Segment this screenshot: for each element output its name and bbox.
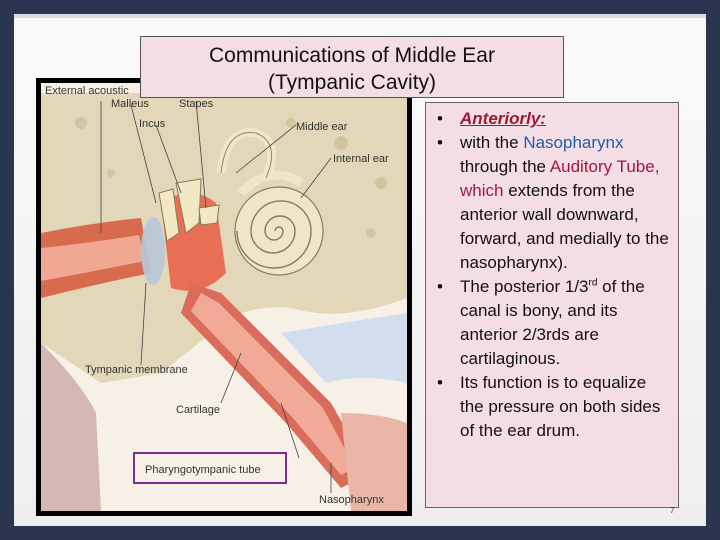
label-malleus: Malleus: [111, 98, 149, 110]
title-line-1: Communications of Middle Ear: [209, 44, 495, 67]
anteriorly-heading: Anteriorly:: [460, 109, 546, 128]
label-nasopharynx: Nasopharynx: [319, 494, 384, 506]
label-tympanic-membrane: Tympanic membrane: [85, 364, 188, 376]
slide-title: Communications of Middle Ear (Tympanic C…: [140, 36, 564, 98]
pharyngotympanic-highlight-box: [133, 452, 287, 484]
title-line-2: (Tympanic Cavity): [267, 71, 437, 94]
b3-prefix: The posterior 1/3: [460, 277, 589, 296]
auditory-tube-term: Auditory Tube, which: [460, 157, 660, 200]
label-cartilage: Cartilage: [176, 404, 220, 416]
b2-rest: extends from the anterior wall downward,…: [460, 181, 669, 272]
label-pharyngotympanic-tube: Pharyngotympanic tube: [145, 464, 261, 476]
slide-number: 7: [670, 506, 675, 515]
bullet-list: Anteriorly: with the Nasopharynx through…: [432, 107, 670, 443]
ear-anatomy-illustration: External acoustic Malleus Stapes Incus M…: [41, 83, 407, 511]
label-incus: Incus: [139, 118, 166, 130]
bullet-anteriorly: Anteriorly:: [432, 107, 670, 131]
b2-prefix: with the: [460, 133, 524, 152]
bullet-function: Its function is to equalize the pressure…: [432, 371, 670, 443]
label-internal-ear: Internal ear: [333, 153, 389, 165]
bullet-nasopharynx: with the Nasopharynx through the Auditor…: [432, 131, 670, 275]
label-external-acoustic: External acoustic: [45, 85, 129, 97]
bullet-text-box: Anteriorly: with the Nasopharynx through…: [425, 102, 679, 508]
decorative-stripe: [14, 14, 706, 18]
b4-text: Its function is to equalize the pressure…: [460, 373, 661, 440]
bullet-posterior-third: The posterior 1/3rd of the canal is bony…: [432, 275, 670, 371]
nasopharynx-term: Nasopharynx: [523, 133, 624, 152]
ear-anatomy-figure: External acoustic Malleus Stapes Incus M…: [36, 78, 412, 516]
label-stapes: Stapes: [179, 98, 214, 110]
b2-through: through the: [460, 157, 550, 176]
b3-superscript: rd: [588, 277, 598, 289]
b3-rest: of the canal is bony, and its anterior 2…: [460, 277, 645, 368]
label-middle-ear: Middle ear: [296, 121, 348, 133]
